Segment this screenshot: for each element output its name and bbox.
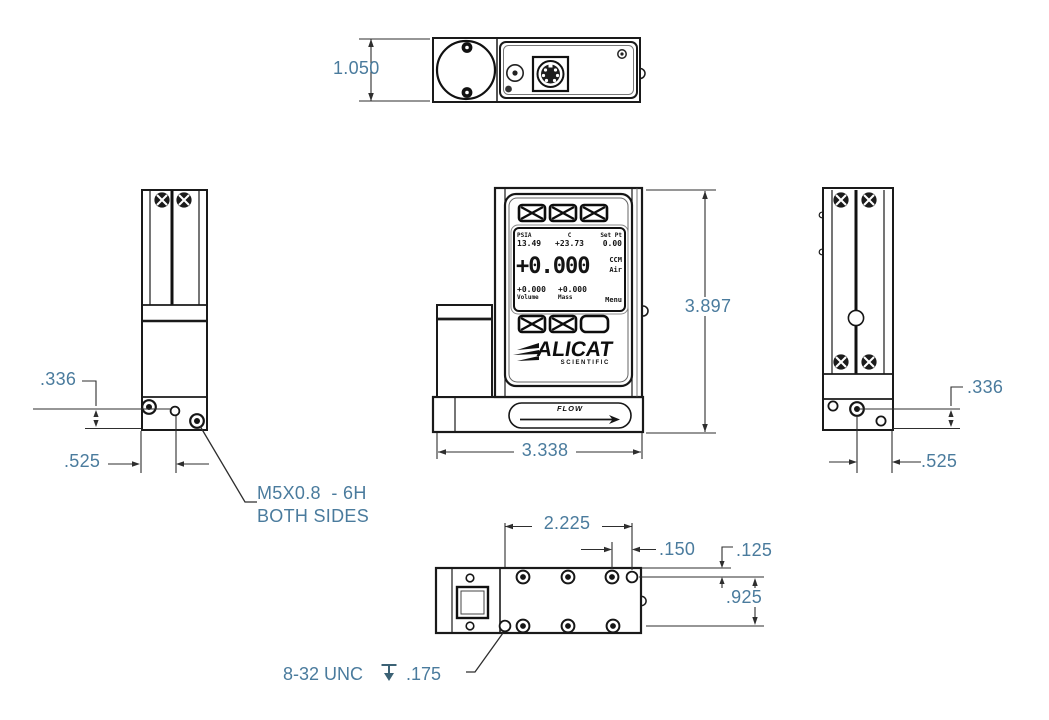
washer-hole-icon (560, 618, 576, 634)
display-button-icon (548, 203, 578, 223)
washer-hole-icon (515, 569, 531, 585)
display-button-icon (517, 314, 547, 334)
lcd-temp-value: +23.73 (555, 239, 584, 248)
depth-symbol-icon (379, 661, 399, 688)
phillips-screw-icon (832, 353, 850, 371)
flow-label: FLOW (556, 404, 584, 413)
lcd-total1-value: +0.000 (517, 285, 546, 294)
note-thread-location: BOTH SIDES (257, 506, 370, 526)
dim-front-width: 3.338 (514, 441, 576, 460)
flow-arrow-icon (520, 415, 620, 424)
lcd-flow-value: +0.000 (516, 254, 590, 279)
din-connector-icon (531, 55, 570, 93)
note-thread-spec: M5X0.8 - 6H (257, 483, 367, 503)
washer-hole-icon (141, 399, 157, 415)
lcd-gas-label: Air (609, 266, 622, 274)
base-hole (875, 415, 887, 427)
lcd-total2-label: Mass (558, 294, 573, 301)
lcd-display: PSIA 13.49 C +23.73 Set Pt 0.00 +0.000 C… (514, 228, 625, 311)
lcd-pressure-value: 13.49 (517, 239, 542, 248)
screw-icon (461, 42, 473, 98)
display-button-icon (579, 203, 609, 223)
tapped-hole-8-32 (625, 570, 639, 584)
lcd-total2-value: +0.000 (558, 285, 587, 294)
dim-bottom-rows: .925 (717, 588, 771, 607)
lcd-setpoint-value: 0.00 (602, 239, 622, 248)
bottom-port-window (455, 585, 490, 620)
display-button-icon (548, 314, 578, 334)
lcd-setpoint-label: Set Pt (600, 232, 622, 239)
dimension-lines (33, 38, 963, 673)
display-button-icon (517, 203, 547, 223)
alicat-wing-icon (513, 343, 539, 361)
washer-hole-icon (515, 618, 531, 634)
side-view-right (818, 187, 894, 431)
tapped-hole-8-32 (498, 619, 512, 633)
blank-button-icon (579, 314, 610, 334)
small-hole (465, 573, 475, 583)
jack-connector-icon (505, 64, 524, 93)
dim-bottom-span: 2.225 (532, 514, 602, 533)
dim-left-hole-x: .525 (64, 451, 101, 471)
lcd-frame (513, 227, 626, 312)
lcd-total1-label: Volume (517, 294, 539, 301)
bottom-view (434, 566, 647, 635)
base-hole (827, 400, 839, 412)
washer-hole-icon (605, 618, 621, 634)
dim-front-height: 3.897 (679, 297, 737, 316)
dim-left-hole-y: .336 (40, 369, 77, 389)
washer-hole-icon (560, 569, 576, 585)
front-view (431, 186, 649, 434)
valve-cap (435, 39, 497, 101)
brand-logo: ALICAT (535, 338, 615, 361)
lcd-pressure-label: PSIA (517, 232, 532, 239)
phillips-screw-icon (860, 191, 878, 209)
note-bottom-thread-callout: 8-32 UNC .175 (283, 661, 441, 688)
phillips-screw-icon (153, 191, 171, 209)
phillips-screw-icon (832, 191, 850, 209)
flow-direction-plate (508, 402, 632, 429)
dim-bottom-inset: .150 (659, 539, 696, 559)
lcd-temp-label: C (567, 232, 572, 239)
panel-screw-icon (617, 49, 627, 59)
m5-tapped-hole (169, 405, 181, 417)
side-port-hole (847, 309, 865, 327)
bottom-thread-depth: .175 (406, 664, 442, 684)
phillips-screw-icon (175, 191, 193, 209)
top-view (432, 37, 646, 103)
lcd-flow-unit: CCM (609, 256, 622, 264)
small-hole (465, 621, 475, 631)
bottom-thread-label: 8-32 UNC (283, 664, 364, 684)
brand-logo-subtext: SCIENTIFIC (560, 360, 610, 366)
dim-bottom-edge: .125 (736, 540, 773, 560)
dim-right-hole-x: .525 (921, 451, 958, 471)
side-view-left (141, 189, 208, 431)
phillips-screw-icon (860, 353, 878, 371)
lcd-menu-label: Menu (605, 296, 622, 304)
dim-top-height: 1.050 (333, 58, 380, 78)
washer-hole-icon (189, 413, 205, 429)
dim-right-hole-y: .336 (967, 377, 1004, 397)
washer-hole-icon (604, 569, 620, 585)
